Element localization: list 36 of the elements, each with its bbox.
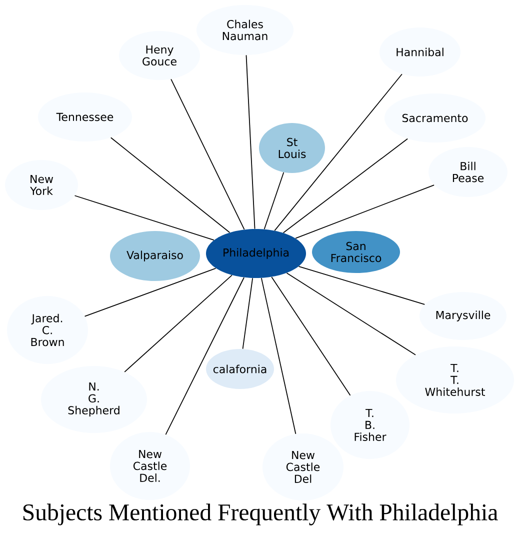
connector-line [298,266,426,305]
ellipse-node: calafornia [206,349,274,389]
ellipse-node: Hannibal [380,28,460,76]
ellipse-node: St Louis [259,123,325,173]
ellipse-node: Chales Nauman [196,5,294,55]
connector-line [170,78,245,230]
connector-line [242,278,254,350]
ellipse-node: Philadelphia [206,229,306,278]
ellipse-node: Jared. C. Brown [7,296,88,364]
connector-line [274,74,402,232]
ellipse-node: Tennessee [38,92,132,142]
connector-line [271,276,351,396]
ellipse-node: N. G. Shepherd [41,366,147,433]
connector-line [74,195,214,240]
ellipse-node: New York [5,160,78,210]
ellipse-node: Marysville [420,292,506,340]
connector-line [286,272,416,356]
chart-title: Subjects Mentioned Frequently With Philadelphia [23,504,498,526]
ellipse-node: San Francisco [312,231,400,273]
connector-line [110,137,230,233]
ellipse-node: New Castle Del [262,434,344,500]
connector-line [84,268,216,317]
connector-line [124,274,232,372]
ellipse-node: Sacramento [384,94,486,142]
connector-line [282,138,408,234]
connector-line [260,278,296,434]
ellipse-node: T. B. Fisher [330,391,410,459]
ellipse-node: Heny Gouce [119,31,200,80]
connector-line [165,277,244,435]
connector-line [264,172,284,230]
connector-line [246,54,256,230]
ellipse-node: Valparaiso [110,231,200,281]
ellipse-node: New Castle Del. [110,432,190,500]
ellipse-node: T. T. Whitehurst [396,346,514,414]
ellipse-node: Bill Pease [428,147,508,197]
connector-line [295,184,434,239]
